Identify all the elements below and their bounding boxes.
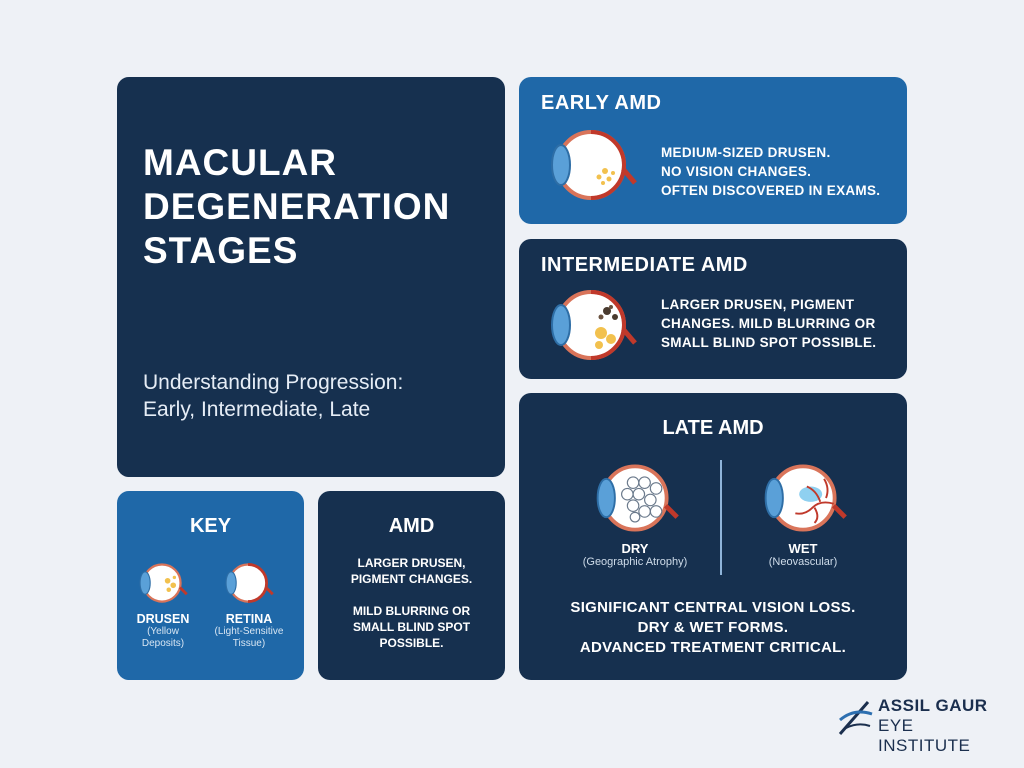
drusen-key-label: DRUSEN (Yellow Deposits) (123, 612, 203, 650)
amd-heading: AMD (388, 515, 435, 537)
eye-pigment-icon (551, 290, 637, 360)
early-amd-description: MEDIUM-SIZED DRUSEN. NO VISION CHANGES. … (661, 143, 880, 200)
amd-description-2: MILD BLURRING OR SMALL BLIND SPOT POSSIB… (326, 603, 497, 651)
dry-label-title: DRY (621, 541, 649, 556)
eye-dry-atrophy-icon (596, 464, 679, 532)
desc-line: SMALL BLIND SPOT (352, 620, 471, 634)
desc-line: MEDIUM-SIZED DRUSEN. (661, 145, 831, 160)
desc-line: OFTEN DISCOVERED IN EXAMS. (661, 183, 881, 198)
retina-label: RETINA (225, 612, 273, 626)
desc-line: CHANGES. MILD BLURRING OR (661, 316, 876, 331)
logo-mark-icon (838, 701, 873, 735)
retina-sub: Tissue) (232, 638, 266, 649)
page-subtitle: Understanding Progression: Early, Interm… (143, 369, 493, 423)
desc-line: ADVANCED TREATMENT CRITICAL. (579, 639, 847, 656)
dry-label-sub: (Geographic Atrophy) (582, 556, 688, 568)
desc-line: NO VISION CHANGES. (661, 164, 812, 179)
logo-text: ASSIL GAUR EYE INSTITUTE (878, 696, 1008, 756)
late-amd-card: LATE AMD DRY (Geographic Atrophy) WET (N… (519, 393, 907, 680)
early-amd-card: EARLY AMD MEDIUM-SIZED DRUSEN. NO VISION… (519, 77, 907, 224)
institute-logo: ASSIL GAUR EYE INSTITUTE (838, 696, 1008, 755)
retina-key-label: RETINA (Light-Sensitive Tissue) (209, 612, 289, 650)
page-title: MACULAR DEGENERATION STAGES (143, 141, 493, 273)
subtitle-line: Understanding Progression: (143, 371, 404, 394)
key-card: KEY DRUSEN (Yellow Deposits) RETINA (Lig… (117, 491, 304, 680)
early-amd-heading: EARLY AMD (541, 92, 662, 114)
drusen-sub: (Yellow (147, 626, 179, 637)
wet-label-title: WET (788, 541, 818, 556)
title-card: MACULAR DEGENERATION STAGES Understandin… (117, 77, 505, 477)
title-line: MACULAR (143, 142, 338, 183)
late-amd-description: SIGNIFICANT CENTRAL VISION LOSS. DRY & W… (519, 598, 907, 658)
dry-label: DRY (Geographic Atrophy) (555, 541, 715, 568)
drusen-sub: Deposits) (141, 638, 185, 649)
intermediate-amd-heading: INTERMEDIATE AMD (541, 254, 748, 276)
retina-eye-icon (225, 563, 274, 603)
eye-wet-neovascular-icon (764, 464, 847, 532)
key-heading: KEY (189, 515, 232, 537)
desc-line: LARGER DRUSEN, (357, 556, 466, 570)
title-line: DEGENERATION (143, 186, 451, 227)
drusen-label: DRUSEN (136, 612, 190, 626)
desc-line: POSSIBLE. (379, 636, 444, 650)
subtitle-line: Early, Intermediate, Late (143, 398, 371, 421)
intermediate-amd-description: LARGER DRUSEN, PIGMENT CHANGES. MILD BLU… (661, 295, 876, 352)
wet-label-sub: (Neovascular) (768, 556, 838, 568)
desc-line: PIGMENT CHANGES. (350, 572, 473, 586)
logo-line-1: ASSIL GAUR (878, 696, 988, 715)
desc-line: SMALL BLIND SPOT POSSIBLE. (661, 335, 877, 350)
desc-line: MILD BLURRING OR (352, 604, 471, 618)
retina-sub: (Light-Sensitive (214, 626, 284, 637)
drusen-eye-icon (139, 563, 188, 603)
desc-line: DRY & WET FORMS. (637, 619, 789, 636)
late-amd-heading: LATE AMD (662, 417, 764, 439)
intermediate-amd-card: INTERMEDIATE AMD LARGER DRUSEN, PIGMENT … (519, 239, 907, 379)
amd-card: AMD LARGER DRUSEN, PIGMENT CHANGES. MILD… (318, 491, 505, 680)
desc-line: SIGNIFICANT CENTRAL VISION LOSS. (570, 599, 856, 616)
wet-label: WET (Neovascular) (723, 541, 883, 568)
logo-line-2: EYE INSTITUTE (878, 716, 971, 755)
amd-description-1: LARGER DRUSEN, PIGMENT CHANGES. (326, 555, 497, 587)
desc-line: LARGER DRUSEN, PIGMENT (661, 297, 855, 312)
late-divider (720, 460, 722, 575)
eye-drusen-icon (551, 130, 637, 200)
title-line: STAGES (143, 230, 299, 271)
